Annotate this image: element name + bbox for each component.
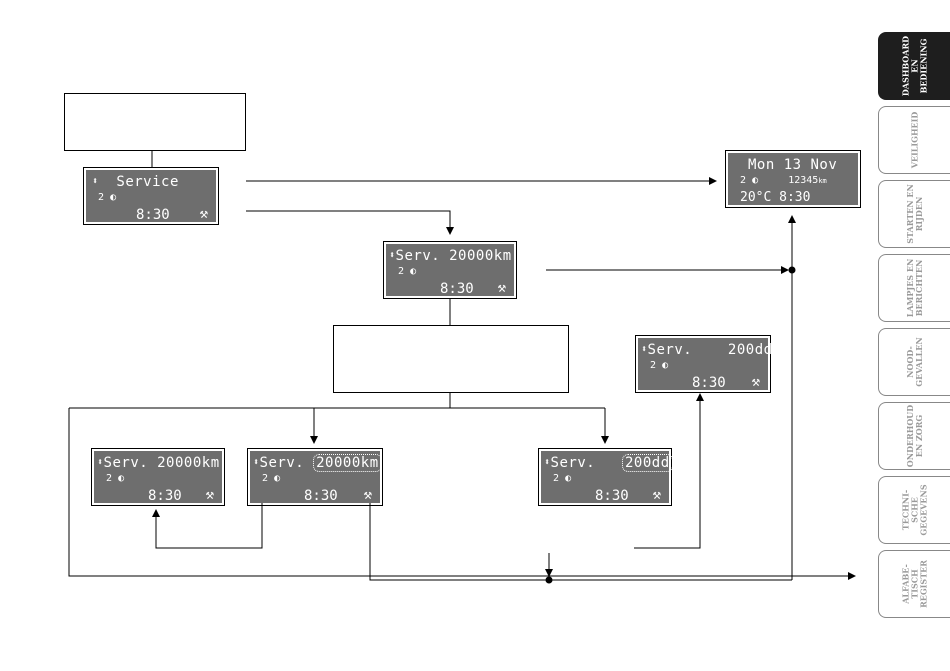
wrench-icon: ⚒ [199, 206, 208, 222]
display-serv-km-selected: ⬍Serv. 20000km 2 ◐ 8:30 ⚒ [247, 448, 383, 506]
up-down-arrows-icon: ⬍ [253, 457, 260, 468]
tab-dashboard[interactable]: DASHBOARD EN BEDIENING [878, 32, 950, 100]
tab-onderhoud[interactable]: ONDERHOUD EN ZORG [878, 402, 950, 470]
headlight-icon: ◐ [565, 473, 572, 484]
display-time: 8:30 [440, 281, 474, 297]
odometer: 12345 [788, 175, 819, 186]
serv-value-selected: 20000km [313, 454, 382, 472]
display-date: Mon 13 Nov 2 ◐ 12345km 20°C 8:30 [725, 150, 861, 208]
up-down-arrows-icon: ⬍ [97, 457, 104, 468]
wrench-icon: ⚒ [751, 374, 760, 390]
tab-starten[interactable]: STARTEN EN RIJDEN [878, 180, 950, 248]
serv-value-selected: 200dd [621, 454, 673, 472]
display-indicator: 2 [106, 473, 113, 484]
exit-line [68, 408, 856, 580]
display-date-text: Mon 13 Nov [748, 157, 838, 173]
serv-label: Serv. [395, 248, 441, 264]
tab-lampjes[interactable]: LAMPJES EN BERICHTEN [878, 254, 950, 322]
display-time: 8:30 [304, 488, 338, 504]
tab-label: DASHBOARD EN BEDIENING [900, 35, 928, 97]
serv-label: Serv. [647, 342, 693, 358]
display-time: 8:30 [595, 488, 629, 504]
serv-label: Serv. [550, 455, 596, 471]
tab-label: STARTEN EN RIJDEN [904, 184, 924, 244]
junction-dot-right [788, 266, 796, 274]
headlight-icon: ◐ [274, 473, 281, 484]
up-down-arrows-icon: ⬍ [641, 344, 648, 355]
serv-value: 20000km [157, 455, 220, 471]
serv-value: 20000km [449, 248, 512, 264]
serv-label: Serv. [103, 455, 149, 471]
display-indicator: 2 [553, 473, 560, 484]
to-bottom-junction [369, 503, 792, 581]
up-to-dd [634, 393, 704, 549]
junction-dot-bottom [545, 576, 553, 584]
wrench-icon: ⚒ [205, 487, 214, 503]
wrench-icon: ⚒ [497, 280, 506, 296]
display-indicator: 2 [740, 175, 747, 186]
display-indicator: 2 [98, 192, 105, 203]
headlight-icon: ◐ [110, 192, 117, 203]
display-time: 8:30 [779, 190, 811, 205]
wrench-icon: ⚒ [363, 487, 372, 503]
display-serv-km-left: ⬍Serv. 20000km 2 ◐ 8:30 ⚒ [91, 448, 225, 506]
display-service: ⬍ Service 2 ◐ 8:30 ⚒ [83, 167, 219, 225]
wrench-icon: ⚒ [652, 487, 661, 503]
tab-label: TECHNI-SCHE GEGEVENS [900, 484, 928, 536]
tab-label: ALFABE-TISCH REGISTER [900, 560, 928, 608]
display-text: Service [116, 174, 179, 190]
headlight-icon: ◐ [118, 473, 125, 484]
display-serv-dd: ⬍Serv. 200dd 2 ◐ 8:30 ⚒ [635, 335, 772, 393]
info-box-middle [333, 325, 569, 393]
display-time: 8:30 [136, 207, 170, 223]
tab-noodgevallen[interactable]: NOOD-GEVALLEN [878, 328, 950, 396]
display-serv-km: ⬍Serv. 20000km 2 ◐ 8:30 ⚒ [383, 241, 517, 299]
up-down-arrows-icon: ⬍ [92, 176, 99, 187]
info-box-top [64, 93, 246, 151]
display-time: 8:30 [148, 488, 182, 504]
headlight-icon: ◐ [662, 360, 669, 371]
display-serv-dd-selected: ⬍Serv. 200dd 2 ◐ 8:30 ⚒ [538, 448, 673, 506]
display-indicator: 2 [262, 473, 269, 484]
display-time: 8:30 [692, 375, 726, 391]
serv-value: 200dd [727, 342, 773, 358]
arrow-to-serv-km [246, 210, 454, 235]
serv-label: Serv. [259, 455, 305, 471]
tab-register[interactable]: ALFABE-TISCH REGISTER [878, 550, 950, 618]
odometer-unit: km [818, 177, 827, 185]
headlight-icon: ◐ [410, 266, 417, 277]
back-to-left [152, 503, 263, 549]
display-indicator: 2 [650, 360, 657, 371]
tab-label: ONDERHOUD EN ZORG [904, 404, 924, 468]
tab-label: LAMPJES EN BERICHTEN [904, 258, 924, 318]
display-indicator: 2 [398, 266, 405, 277]
tab-label: VEILIGHEID [909, 111, 919, 169]
up-down-arrows-icon: ⬍ [389, 250, 396, 261]
up-down-arrows-icon: ⬍ [544, 457, 551, 468]
tab-label: NOOD-GEVALLEN [904, 337, 924, 387]
temperature: 20°C [740, 190, 772, 205]
tab-veiligheid[interactable]: VEILIGHEID [878, 106, 950, 174]
headlight-icon: ◐ [752, 175, 759, 186]
tab-technische[interactable]: TECHNI-SCHE GEGEVENS [878, 476, 950, 544]
